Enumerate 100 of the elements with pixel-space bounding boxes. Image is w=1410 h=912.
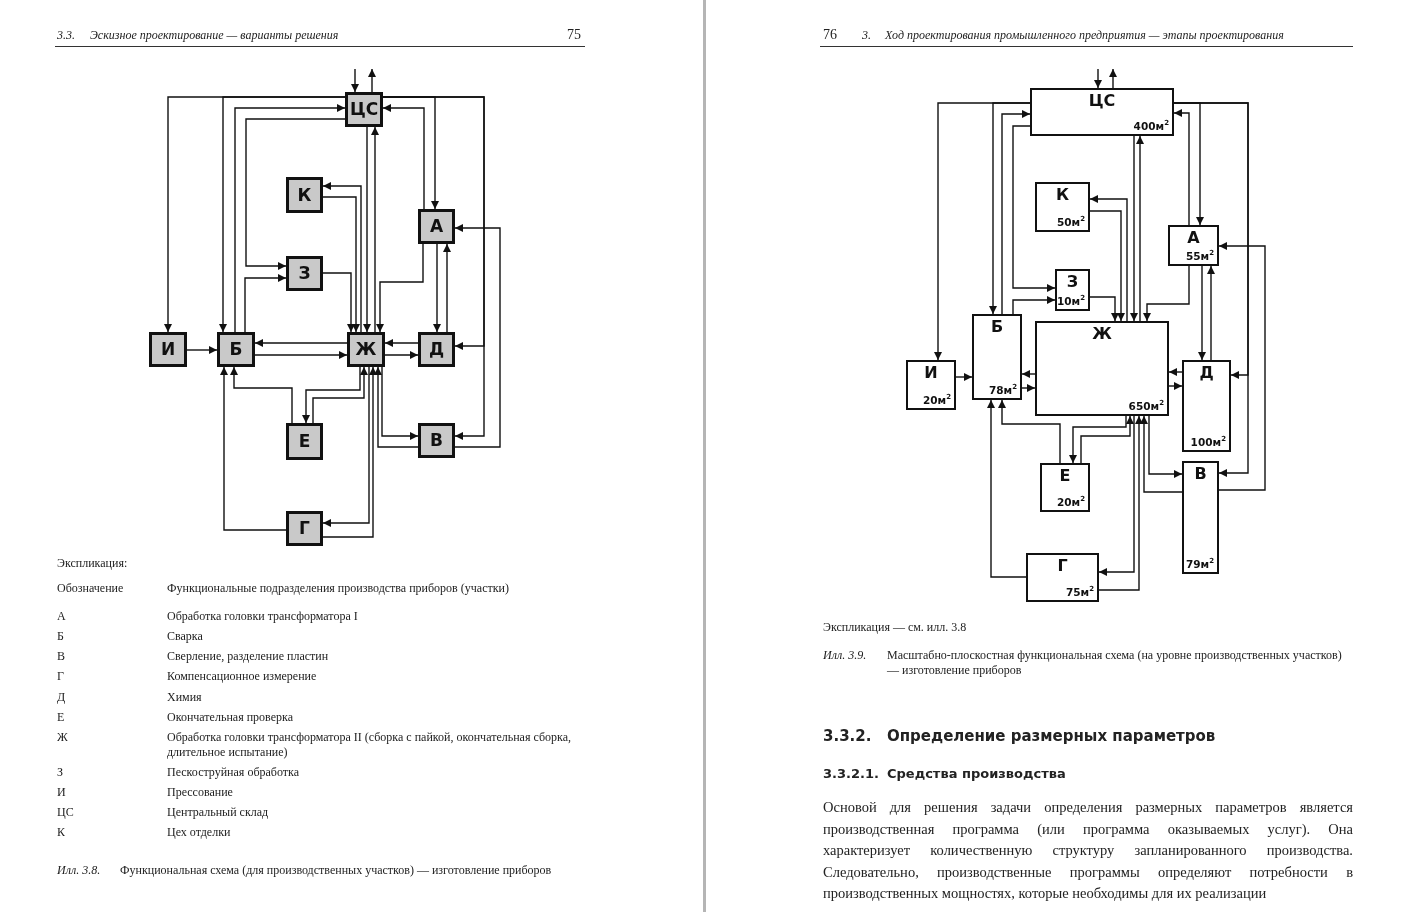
arrow	[1012, 296, 1056, 315]
area-label: 20м$^{2}$	[922, 393, 951, 406]
box-label: В	[1193, 465, 1208, 483]
legend-description: Обработка головки трансформатора I	[167, 609, 359, 624]
box-label: И	[160, 341, 176, 358]
section-heading: Средства производства	[887, 766, 1066, 781]
arrow	[955, 373, 973, 381]
process-box	[347, 332, 385, 367]
arrow	[351, 68, 359, 93]
box-label: Г	[1056, 557, 1069, 575]
legend-code: Б	[57, 629, 64, 644]
arrow	[374, 366, 419, 448]
box-label: К	[1054, 186, 1071, 204]
legend-description: Обработка головки трансформатора II (сборка с пайкой, окончательная сборка, длительное испытание)	[167, 730, 572, 760]
arrow	[1173, 102, 1249, 477]
box-label: К	[297, 186, 312, 204]
process-box	[1030, 88, 1174, 136]
legend-code: Ж	[57, 730, 68, 745]
arrow	[376, 243, 424, 333]
arrow	[382, 104, 425, 210]
arrow	[1168, 368, 1183, 376]
arrow	[254, 351, 348, 359]
legend-code: Г	[57, 669, 64, 684]
arrow	[1021, 370, 1036, 378]
box-label: И	[923, 364, 939, 382]
section-number: 3.3.2.	[823, 727, 872, 745]
body-paragraph: Основой для решения задачи определения размерных параметров является производственная программа (или программа оказываемых услуг). Она характеризует количественную структуру запланированного производства. Следовательно, производственные программы определяют потребности в производственных мощностях, которые необходимы для их реализации	[823, 798, 1353, 903]
arrow	[220, 366, 287, 531]
arrow	[381, 366, 419, 440]
arrow	[368, 68, 376, 93]
legend-description: Химия	[167, 690, 203, 705]
process-box	[286, 177, 323, 213]
arrow	[1080, 415, 1134, 464]
arrow	[230, 366, 293, 424]
arrow	[302, 366, 361, 424]
arrow	[322, 272, 355, 333]
process-box	[345, 92, 383, 127]
running-header: 3.3.	[57, 28, 75, 43]
section-number: 3.3.2.1.	[823, 766, 879, 781]
arrow	[1218, 242, 1266, 491]
legend-description: Цех отделки	[167, 825, 232, 840]
arrow	[1021, 384, 1036, 392]
process-box	[149, 332, 187, 367]
process-box	[1035, 321, 1169, 416]
box-label: З	[1065, 273, 1080, 291]
area-label: 20м$^{2}$	[1056, 495, 1085, 508]
area-label: 10м$^{2}$	[1056, 294, 1085, 307]
legend-code: ЦС	[57, 805, 74, 820]
arrow	[363, 126, 371, 333]
page-number: 75	[567, 27, 581, 43]
arrow	[1168, 382, 1183, 390]
arrow	[371, 126, 379, 333]
legend-code: В	[57, 649, 65, 664]
process-box	[1168, 225, 1219, 266]
legend-note: Экспликация — см. илл. 3.8	[823, 620, 967, 635]
process-box	[1035, 182, 1090, 232]
process-box	[418, 423, 455, 458]
arrow	[1094, 68, 1102, 89]
arrow	[1130, 135, 1138, 322]
arrow	[433, 243, 441, 333]
legend-description: Сварка	[167, 629, 204, 644]
arrow	[254, 339, 348, 347]
arrow	[989, 102, 1031, 315]
box-label: Ж	[1091, 325, 1113, 343]
legend-title: Экспликация:	[57, 556, 128, 571]
figure-number: Илл. 3.9.	[823, 648, 867, 663]
arrow	[384, 351, 419, 359]
box-label: Ж	[355, 341, 377, 358]
process-box	[972, 314, 1022, 400]
legend-description: Окончательная проверка	[167, 710, 294, 725]
arrow	[454, 224, 501, 448]
box-label: ЦС	[349, 101, 379, 118]
process-box	[418, 332, 455, 367]
process-box	[217, 332, 255, 367]
arrow	[1098, 415, 1143, 591]
arrow	[998, 399, 1061, 464]
area-label: 400м$^{2}$	[1133, 119, 1169, 132]
area-label: 650м$^{2}$	[1128, 399, 1164, 412]
box-label: Г	[299, 520, 310, 537]
section-heading: Определение размерных параметров	[887, 727, 1216, 745]
legend-code: А	[57, 609, 66, 624]
arrow	[244, 274, 287, 333]
arrow	[1136, 135, 1144, 322]
arrow	[987, 399, 1027, 578]
arrow	[1069, 415, 1127, 464]
arrow	[1173, 109, 1190, 226]
box-label: ЦС	[1087, 92, 1117, 110]
box-label: Д	[428, 341, 445, 358]
process-box	[1055, 269, 1090, 311]
running-header: Эскизное проектирование — варианты решения	[90, 28, 339, 43]
process-box	[418, 209, 455, 244]
box-label: А	[429, 218, 444, 235]
legend-code: Е	[57, 710, 65, 725]
arrow	[1143, 265, 1190, 322]
area-label: 100м$^{2}$	[1190, 435, 1226, 448]
legend-description: Центральный склад	[167, 805, 270, 820]
process-box	[286, 423, 323, 460]
process-box	[286, 511, 323, 546]
legend-code: З	[57, 765, 63, 780]
area-label: 75м$^{2}$	[1065, 585, 1094, 598]
